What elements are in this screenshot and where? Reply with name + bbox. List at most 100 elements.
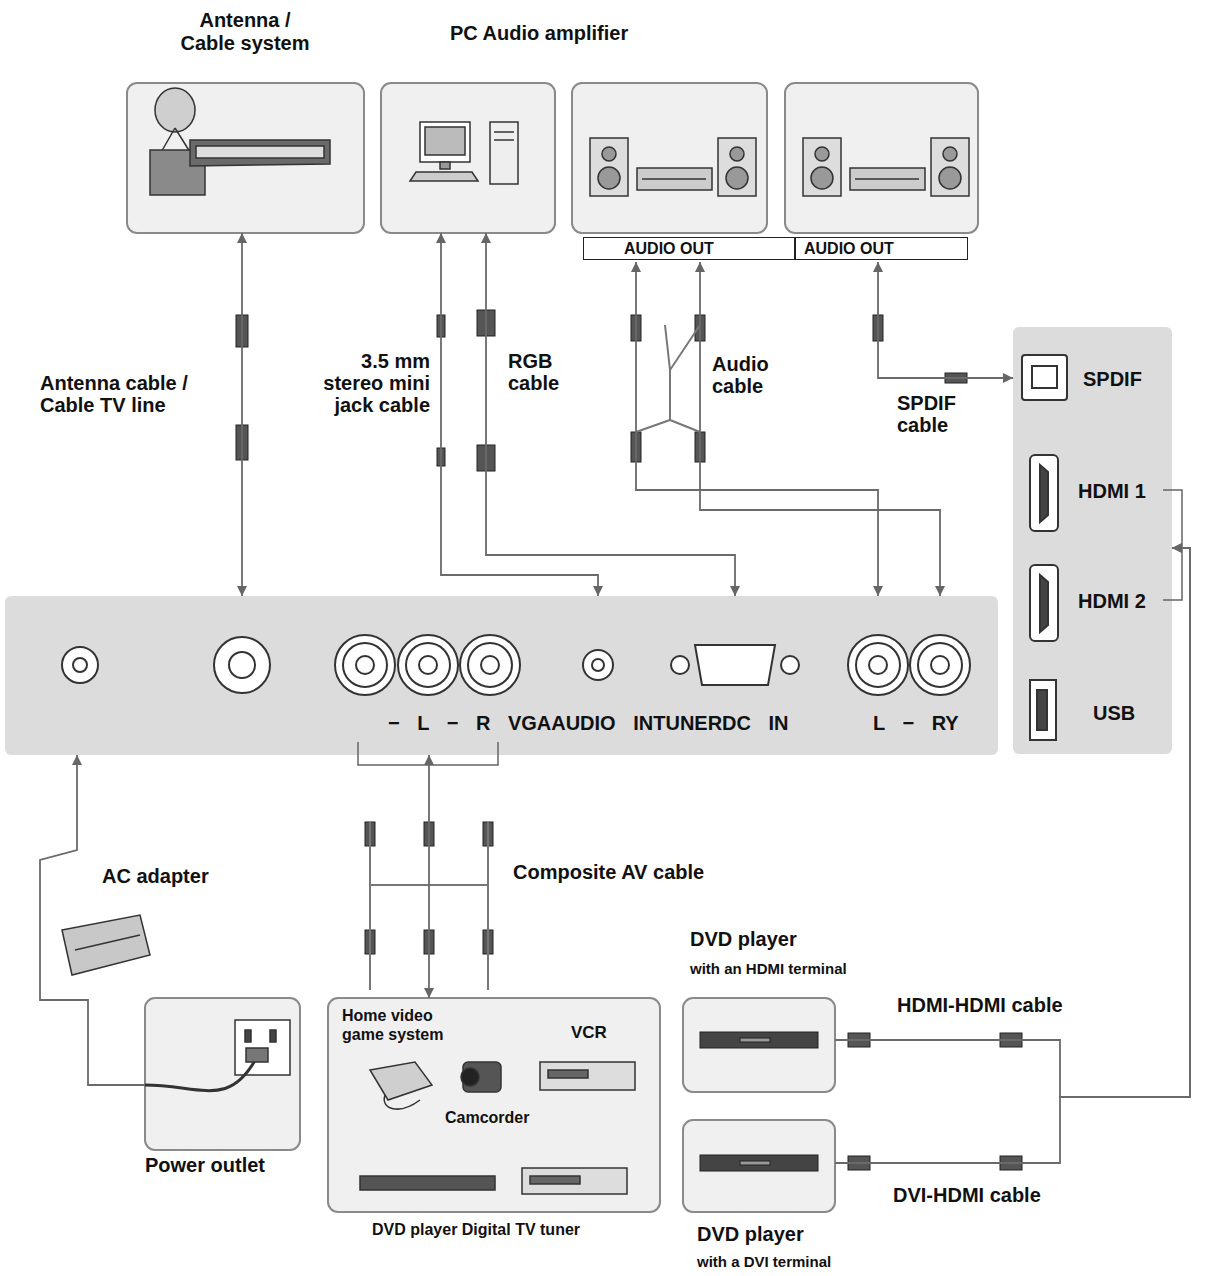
antenna-icon: [190, 140, 330, 166]
jack: [592, 659, 604, 671]
pc-icon: [440, 162, 450, 169]
pc-icon: [494, 139, 514, 141]
device-icon: [360, 1176, 495, 1190]
device-icon: [384, 1095, 420, 1109]
device-box: Home video game systemVCRCamcorderDVD pl…: [328, 998, 660, 1212]
pc-icon: [410, 122, 518, 184]
node-label: with a DVI terminal: [697, 1253, 831, 1270]
device-box: AUDIO OUT: [785, 83, 978, 262]
cable-label: SPDIF cable: [895, 392, 979, 436]
node-label: L − RY: [873, 711, 959, 735]
jack: [781, 656, 799, 674]
amplifier-icon: [598, 167, 620, 189]
pc-icon: [420, 122, 470, 162]
device-icon: [360, 1062, 635, 1194]
dvd-icon: [700, 1155, 818, 1171]
amplifier-icon: [726, 167, 748, 189]
device-box: Antenna / Cable system: [127, 83, 364, 233]
composite-lead: [370, 325, 700, 990]
jack: [343, 643, 387, 687]
bracket: [358, 490, 1182, 765]
amplifier-icon: [803, 138, 969, 196]
node-label: DVD player: [690, 928, 797, 951]
cable-line: [878, 262, 1013, 378]
node-label: with an HDMI terminal: [690, 960, 847, 978]
device-box: Power outlet: [145, 998, 300, 1150]
side-port: [1040, 575, 1048, 632]
device-icon: [540, 1062, 635, 1090]
amplifier-icon: [811, 167, 833, 189]
outlet-icon: [145, 1055, 258, 1091]
node-label: Home video game system: [342, 1006, 477, 1044]
pc-icon: [494, 131, 514, 133]
device-box: DVD playerwith a DVI terminal: [683, 1120, 835, 1212]
jack: [62, 647, 98, 683]
amplifier-icon: [803, 138, 841, 196]
device-box: − L − R VGAAUDIO INTUNERDC IN L − RY: [5, 596, 998, 755]
dvd-icon: [700, 1032, 818, 1171]
outlet-icon: [235, 1020, 290, 1075]
box-frames: [127, 83, 364, 233]
node-label: − L − R VGAAUDIO INTUNERDC IN: [388, 711, 789, 735]
adapter-icon: [75, 935, 140, 950]
composite-lead: [487, 822, 489, 990]
amplifier-icon: [602, 147, 616, 161]
jack: [869, 656, 887, 674]
outlet-icon: [245, 1030, 251, 1042]
panels: [5, 596, 998, 755]
side-port: [1037, 690, 1047, 730]
jack: [406, 643, 450, 687]
side-port: [1022, 355, 1067, 740]
amplifier-icon: [855, 178, 919, 180]
jack: [419, 656, 437, 674]
amplifier-icon: [815, 147, 829, 161]
jack: [671, 656, 689, 674]
box-frames: [145, 998, 300, 1150]
pc-icon: [410, 172, 478, 181]
device-icon: [548, 1070, 588, 1078]
box-frames: [785, 83, 978, 233]
side-port: [1022, 355, 1067, 400]
cable-label: Composite AV cable: [511, 861, 706, 883]
amplifier-icon: [730, 147, 744, 161]
amplifier-icon: [850, 168, 925, 190]
side-port: [1030, 455, 1058, 531]
composite-lead: [636, 325, 700, 432]
cable-label: Audio cable: [710, 353, 786, 397]
cable-line: [636, 262, 878, 596]
side-port: [1030, 680, 1056, 740]
cable-label: Antenna cable / Cable TV line: [38, 372, 217, 416]
cable-line: [835, 548, 1190, 1097]
jack: [695, 645, 775, 685]
jack: [214, 637, 270, 693]
cable-label: RGB cable: [506, 350, 572, 394]
cable-label: DVI-HDMI cable: [891, 1184, 1043, 1206]
device-box: PC Audio amplifier: [381, 83, 555, 233]
jack: [73, 658, 87, 672]
cable-line: [40, 755, 145, 1085]
bracket: [358, 742, 498, 765]
device-box: SPDIFHDMI 1HDMI 2USB: [1013, 327, 1172, 754]
side-port: [1032, 366, 1057, 388]
node-label: SPDIF: [1083, 367, 1142, 391]
amplifier-icon: [642, 178, 706, 180]
node-label: Camcorder: [445, 1108, 529, 1127]
node-label: DVD player Digital TV tuner: [372, 1220, 580, 1239]
cable-line: [241, 233, 243, 596]
device-icon: [530, 1176, 580, 1184]
node-label: HDMI 2: [1078, 589, 1146, 613]
jack: [460, 635, 520, 695]
cable-line: [441, 233, 598, 596]
cable-label: 3.5 mm stereo mini jack cable: [300, 350, 432, 416]
outlet-icon: [145, 1020, 290, 1091]
jack: [398, 635, 458, 695]
outlet-icon: [246, 1048, 268, 1062]
amplifier-icon: [590, 138, 969, 196]
outlet-icon: [270, 1030, 276, 1042]
jack: [931, 656, 949, 674]
device-box: AUDIO OUT: [572, 83, 797, 262]
jack: [848, 635, 908, 695]
cable-line: [486, 233, 735, 596]
dvd-icon: [740, 1038, 770, 1042]
